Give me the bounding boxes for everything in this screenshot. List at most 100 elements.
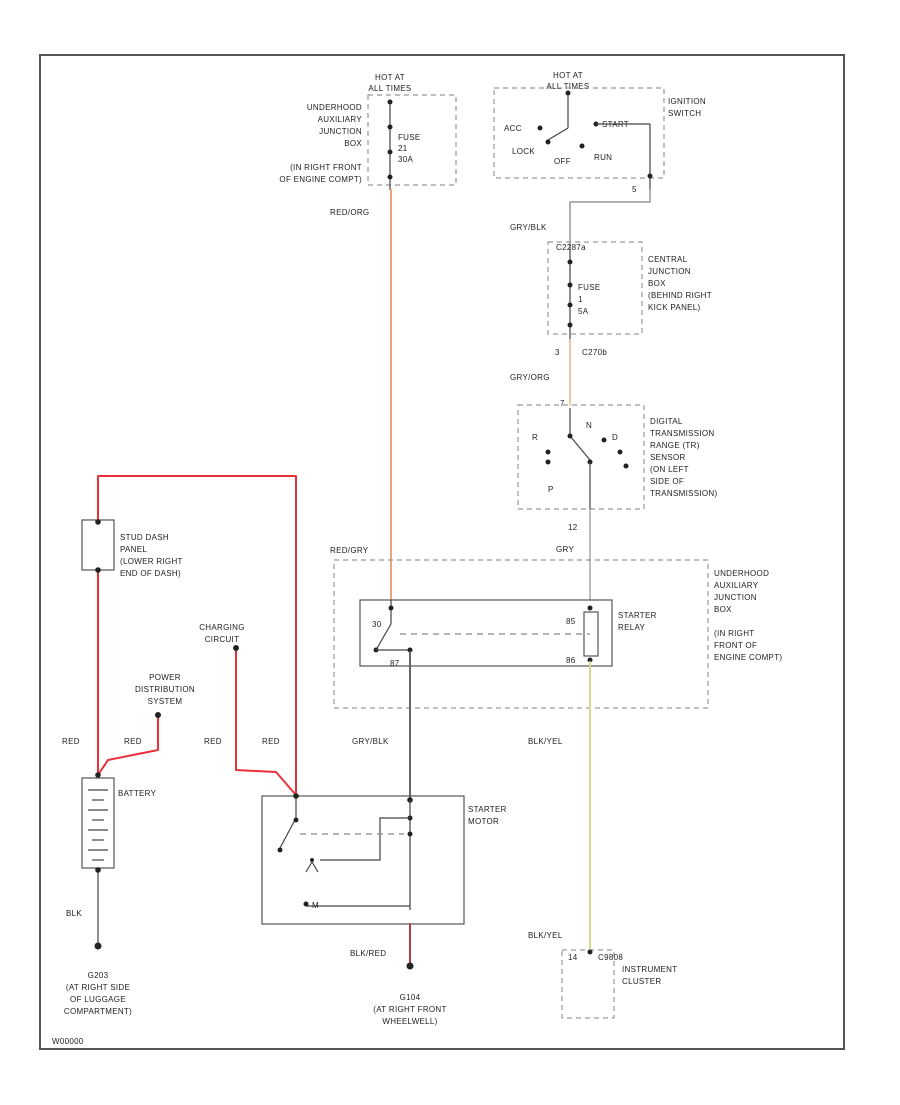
starter-motor: M STARTER MOTOR <box>261 793 507 925</box>
svg-text:INSTRUMENT: INSTRUMENT <box>622 965 677 974</box>
svg-text:UNDERHOOD: UNDERHOOD <box>714 569 769 578</box>
underhood-relay-box: RED/GRY 30 87 85 86 STARTER RELAY UNDERH… <box>330 546 782 709</box>
svg-text:14: 14 <box>568 953 578 962</box>
svg-text:C9808: C9808 <box>598 953 623 962</box>
cjb-box <box>547 241 643 335</box>
svg-text:BOX: BOX <box>648 279 666 288</box>
fuse-21-label: FUSE <box>398 133 421 142</box>
svg-text:TRANSMISSION): TRANSMISSION) <box>650 489 717 498</box>
wire-label-blk-red: BLK/RED <box>350 949 386 958</box>
svg-text:RELAY: RELAY <box>618 623 646 632</box>
svg-text:AUXILIARY: AUXILIARY <box>318 115 363 124</box>
svg-text:BOX: BOX <box>714 605 732 614</box>
svg-text:END OF DASH): END OF DASH) <box>120 569 181 578</box>
svg-text:OF LUGGAGE: OF LUGGAGE <box>70 995 126 1004</box>
dtr-sensor: 7 R D P N DIGITAL TRANSMISSION RANGE (TR… <box>517 399 717 532</box>
svg-text:(AT RIGHT SIDE: (AT RIGHT SIDE <box>66 983 130 992</box>
svg-text:P: P <box>548 485 554 494</box>
svg-text:G203: G203 <box>88 971 109 980</box>
svg-text:1: 1 <box>578 295 583 304</box>
wire-red-main <box>97 475 297 796</box>
dtrs-box <box>517 404 645 510</box>
svg-text:JUNCTION: JUNCTION <box>648 267 691 276</box>
svg-text:HOT AT: HOT AT <box>553 71 583 80</box>
svg-text:SIDE OF: SIDE OF <box>650 477 684 486</box>
svg-text:STUD DASH: STUD DASH <box>120 533 169 542</box>
svg-text:DIGITAL: DIGITAL <box>650 417 683 426</box>
wire-label-red-3: RED <box>204 737 222 746</box>
svg-text:STARTER: STARTER <box>468 805 507 814</box>
svg-text:C270b: C270b <box>582 348 607 357</box>
svg-text:POWER: POWER <box>149 673 181 682</box>
diagram-frame <box>39 54 845 1050</box>
starter-relay <box>359 599 613 667</box>
central-junction-box: C2287a FUSE 1 5A CENTRAL JUNCTION BOX (B… <box>547 241 712 357</box>
svg-text:(BEHIND RIGHT: (BEHIND RIGHT <box>648 291 712 300</box>
svg-text:85: 85 <box>566 617 576 626</box>
wire-red-charging <box>235 647 297 796</box>
svg-text:G104: G104 <box>400 993 421 1002</box>
svg-text:FRONT OF: FRONT OF <box>714 641 757 650</box>
wire-red-pds <box>97 714 159 776</box>
svg-text:UNDERHOOD: UNDERHOOD <box>307 103 362 112</box>
svg-text:7: 7 <box>560 399 565 408</box>
svg-text:M: M <box>312 901 319 910</box>
svg-text:DISTRIBUTION: DISTRIBUTION <box>135 685 195 694</box>
svg-text:R: R <box>532 433 538 442</box>
svg-text:PANEL: PANEL <box>120 545 147 554</box>
svg-text:SWITCH: SWITCH <box>668 109 701 118</box>
svg-text:ALL TIMES: ALL TIMES <box>368 84 411 93</box>
svg-text:AUXILIARY: AUXILIARY <box>714 581 759 590</box>
svg-text:TRANSMISSION: TRANSMISSION <box>650 429 715 438</box>
svg-text:ALL TIMES: ALL TIMES <box>546 82 589 91</box>
svg-text:RANGE (TR): RANGE (TR) <box>650 441 700 450</box>
svg-text:FUSE: FUSE <box>578 283 601 292</box>
svg-text:C2287a: C2287a <box>556 243 586 252</box>
svg-text:(ON LEFT: (ON LEFT <box>650 465 689 474</box>
svg-text:OF ENGINE COMPT): OF ENGINE COMPT) <box>279 175 362 184</box>
wire-label-red-org: RED/ORG <box>330 208 369 217</box>
wire-label-gry-blk: GRY/BLK <box>510 223 547 232</box>
ground-g104: G104 (AT RIGHT FRONT WHEELWELL) <box>373 993 446 1026</box>
uaj-top-box <box>367 94 457 186</box>
svg-text:SENSOR: SENSOR <box>650 453 686 462</box>
wire-label-red-2: RED <box>124 737 142 746</box>
wire-label-blk: BLK <box>66 909 82 918</box>
svg-text:87: 87 <box>390 659 400 668</box>
svg-text:SYSTEM: SYSTEM <box>148 697 183 706</box>
underhood-fuse-block: HOT AT ALL TIMES FUSE 21 30A UNDERHOOD A… <box>279 73 457 190</box>
svg-text:12: 12 <box>568 523 578 532</box>
ignition-switch: HOT AT ALL TIMES ACC START LOCK OFF RUN … <box>493 71 706 194</box>
wire-label-blk-yel: BLK/YEL <box>528 737 563 746</box>
svg-text:JUNCTION: JUNCTION <box>714 593 757 602</box>
svg-text:ENGINE COMPT): ENGINE COMPT) <box>714 653 782 662</box>
hot-label-top: HOT AT <box>375 73 405 82</box>
svg-text:CIRCUIT: CIRCUIT <box>205 635 240 644</box>
svg-text:3: 3 <box>555 348 560 357</box>
svg-text:LOCK: LOCK <box>512 147 535 156</box>
svg-text:RUN: RUN <box>594 153 612 162</box>
wire-label-gry-blk-2: GRY/BLK <box>352 737 389 746</box>
battery: BATTERY <box>81 772 156 869</box>
svg-text:STARTER: STARTER <box>618 611 657 620</box>
svg-text:CHARGING: CHARGING <box>199 623 245 632</box>
svg-text:IGNITION: IGNITION <box>668 97 706 106</box>
ground-g203: G203 (AT RIGHT SIDE OF LUGGAGE COMPARTME… <box>64 971 132 1016</box>
svg-text:(LOWER RIGHT: (LOWER RIGHT <box>120 557 183 566</box>
instrument-cluster: 14 C9808 INSTRUMENT CLUSTER <box>561 949 677 1019</box>
svg-text:BOX: BOX <box>344 139 362 148</box>
stud-dash-panel: STUD DASH PANEL (LOWER RIGHT END OF DASH… <box>81 519 183 578</box>
svg-text:KICK PANEL): KICK PANEL) <box>648 303 701 312</box>
svg-text:WHEELWELL): WHEELWELL) <box>382 1017 437 1026</box>
uaj-top-label: UNDERHOOD AUXILIARY JUNCTION BOX (IN RIG… <box>279 103 362 184</box>
svg-text:COMPARTMENT): COMPARTMENT) <box>64 1007 132 1016</box>
svg-text:MOTOR: MOTOR <box>468 817 499 826</box>
wire-label-gry-org: GRY/ORG <box>510 373 550 382</box>
svg-text:ACC: ACC <box>504 124 522 133</box>
svg-text:30: 30 <box>372 620 382 629</box>
charging-circuit: CHARGING CIRCUIT <box>199 623 245 651</box>
svg-text:21: 21 <box>398 144 408 153</box>
figure-id: W00000 <box>52 1037 84 1046</box>
ign-switch-box <box>493 87 665 179</box>
svg-text:JUNCTION: JUNCTION <box>319 127 362 136</box>
